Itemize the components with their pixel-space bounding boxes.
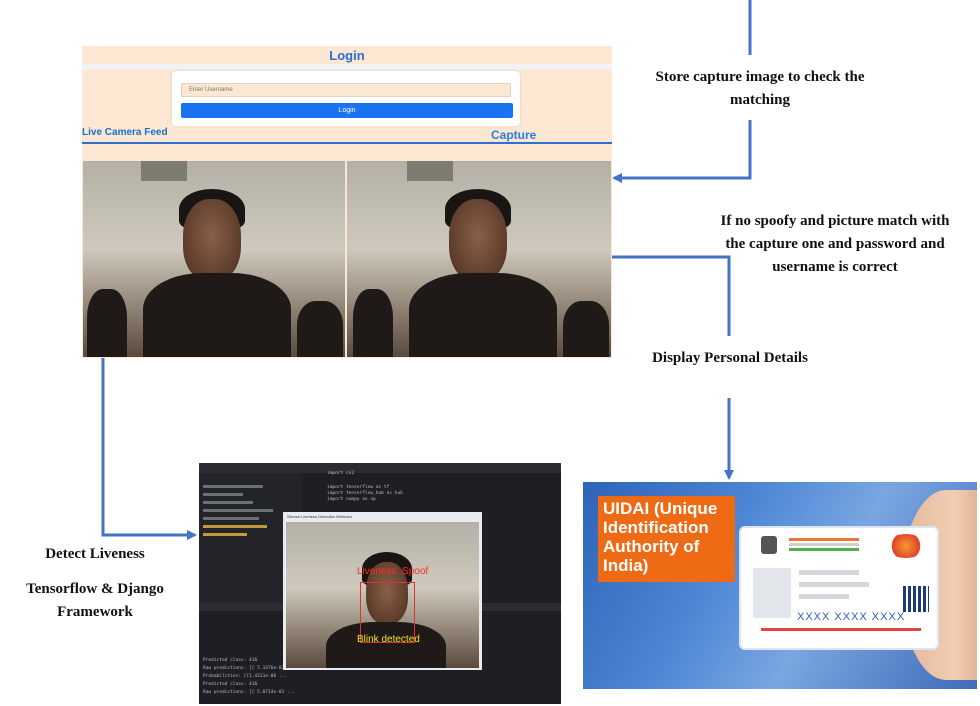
display-details-note: Display Personal Details: [652, 350, 808, 366]
capture-label: Capture: [491, 128, 537, 142]
console-line: Predicted class: 416: [203, 682, 258, 687]
code-line: import cv2: [327, 471, 355, 476]
webcam-window-title: Silence Liveness Detection Webcam: [287, 514, 352, 519]
aadhaar-logo-icon: [886, 534, 926, 558]
emblem-icon: [761, 536, 777, 554]
photo-placeholder-icon: [753, 568, 791, 618]
framework-note: Tensorflow & Django Framework: [26, 581, 164, 620]
code-line: import numpy as np: [327, 497, 376, 502]
arrow-feed-to-liveness: [101, 358, 197, 540]
uidai-aadhaar-image: UIDAI (Unique Identification Authority o…: [583, 482, 977, 689]
header-strip: [82, 64, 612, 70]
uidai-heading: UIDAI (Unique Identification Authority o…: [603, 499, 718, 575]
detect-liveness-note: Detect Liveness: [45, 546, 145, 562]
live-camera-feed-label: Live Camera Feed: [82, 127, 168, 138]
aadhaar-number: XXXX XXXX XXXX: [797, 611, 906, 623]
store-capture-note: Store capture image to check the matchin…: [655, 69, 865, 108]
console-line: Probabilities: [[1.4311e-06 ...: [203, 674, 287, 679]
face-bounding-box: [360, 582, 415, 643]
uidai-heading-box: UIDAI (Unique Identification Authority o…: [598, 496, 735, 582]
username-input[interactable]: Enter Username: [181, 83, 511, 97]
console-line: Raw predictions: [[ 5.0714e-01 ...: [203, 690, 296, 695]
console-line: Predicted class: 416: [203, 658, 258, 663]
code-line: import tensorflow_hub as hub: [327, 491, 403, 496]
aadhaar-card: XXXX XXXX XXXX: [739, 526, 939, 650]
blink-detected-label: Blink detected: [357, 634, 420, 645]
arrow-capture-to-condition: [612, 255, 731, 336]
divider: [82, 142, 612, 144]
arrow-storage-to-capture: [612, 120, 752, 183]
login-form-card: Enter Username Login: [172, 71, 520, 126]
captured-image: [347, 161, 611, 357]
login-title: Login: [329, 48, 365, 63]
login-button[interactable]: Login: [181, 103, 513, 118]
code-line: import tensorflow as tf: [327, 485, 390, 490]
live-camera-feed-image: [83, 161, 345, 357]
webcam-window: Silence Liveness Detection Webcam Livene…: [283, 512, 482, 670]
liveness-result-label: Liveness: Spoof: [357, 566, 429, 577]
match-condition-note: If no spoofy and picture match with the …: [720, 213, 950, 275]
webcam-frame: Liveness: Spoof Blink detected: [286, 522, 479, 668]
qr-code-icon: [903, 586, 929, 612]
